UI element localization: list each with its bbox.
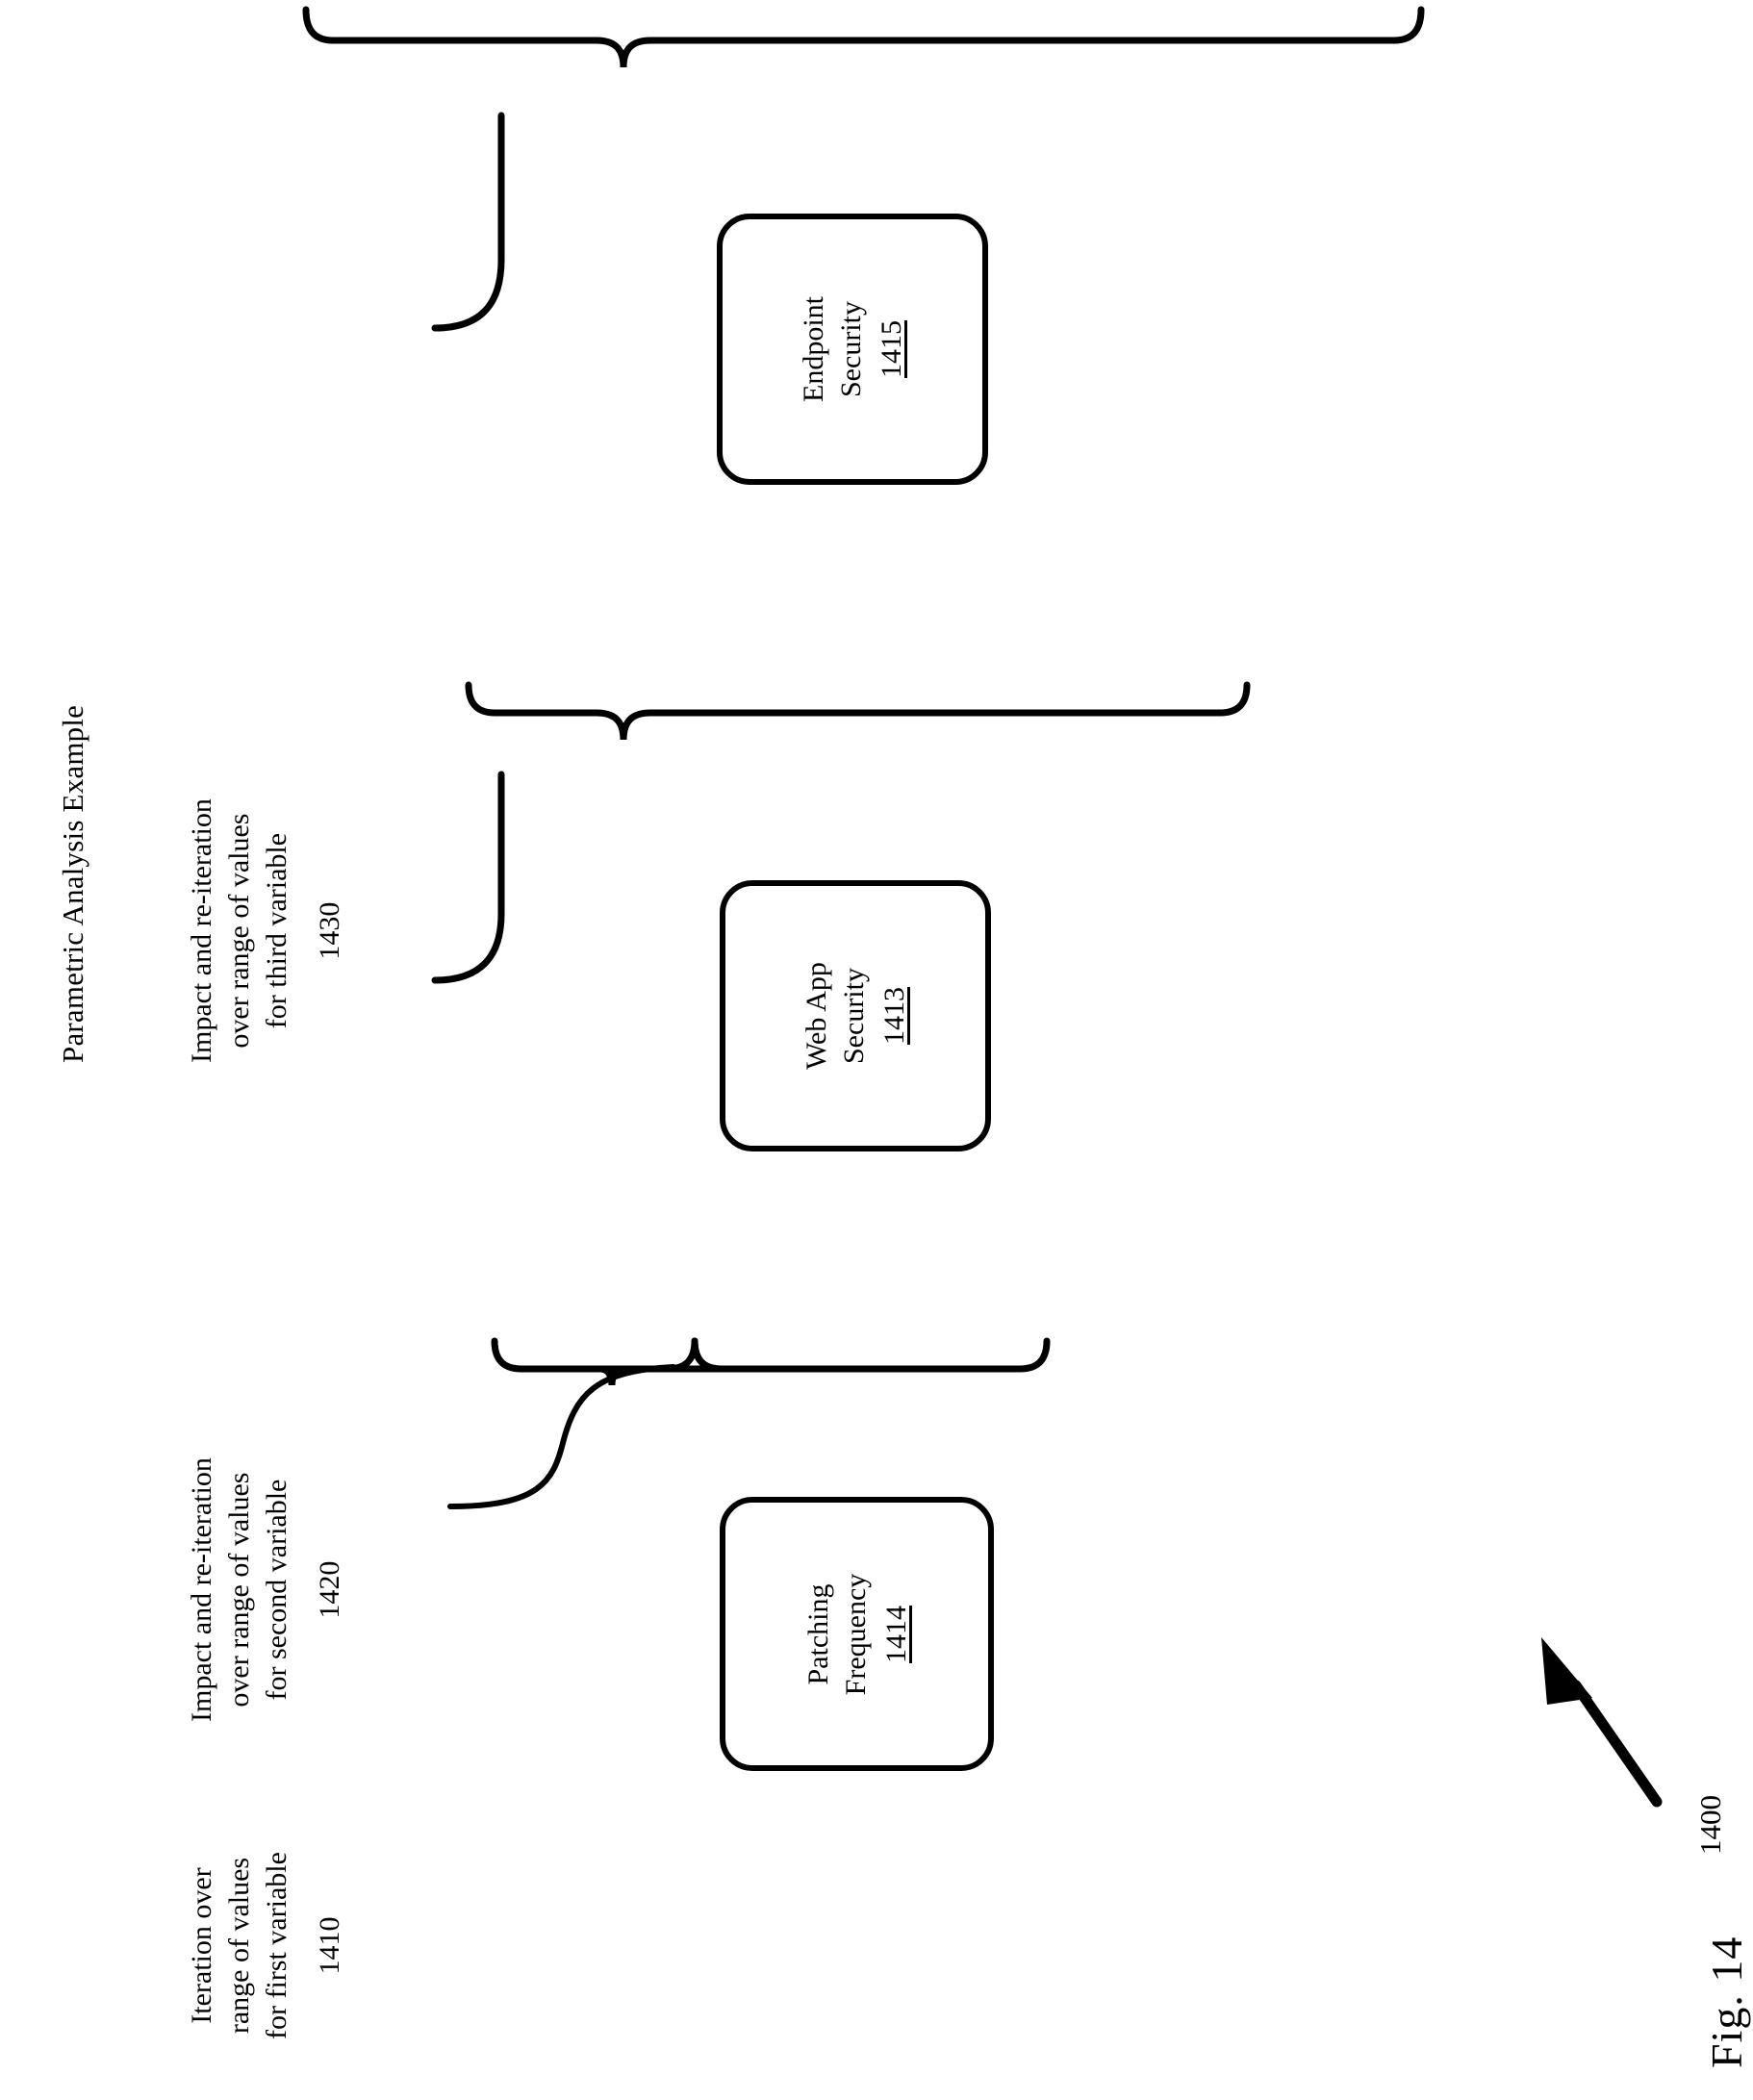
group-caption-1430: Impact and re-iteration over range of va… bbox=[183, 798, 348, 1063]
caption-line: range of values bbox=[223, 1857, 255, 2035]
node-line: Frequency bbox=[839, 1573, 872, 1695]
brace-1430 bbox=[302, 6, 1425, 68]
node-line: Patching bbox=[801, 1583, 834, 1684]
page-title: Parametric Analysis Example bbox=[56, 704, 89, 1063]
caption-line: over range of values bbox=[223, 813, 255, 1049]
group-caption-1410: Iteration over range of values for first… bbox=[183, 1852, 348, 2039]
figure-refnum: 1400 bbox=[1693, 1795, 1727, 1855]
caption-line: for second variable bbox=[261, 1479, 292, 1701]
caption-line: Iteration over bbox=[186, 1867, 217, 2024]
node-line: Security bbox=[835, 301, 867, 397]
node-label: Patching Frequency 1414 bbox=[800, 1573, 915, 1695]
node-web-app-security[interactable]: Web App Security 1413 bbox=[720, 880, 991, 1151]
node-patching-frequency[interactable]: Patching Frequency 1414 bbox=[720, 1497, 994, 1771]
node-refnum: 1415 bbox=[876, 320, 907, 378]
caption-line: for first variable bbox=[261, 1852, 292, 2039]
group-caption-1420: Impact and re-iteration over range of va… bbox=[183, 1457, 348, 1722]
node-label: Web App Security 1413 bbox=[798, 962, 913, 1070]
caption-refnum: 1420 bbox=[314, 1560, 345, 1619]
node-line: Security bbox=[838, 968, 870, 1064]
leader-line-1410 bbox=[447, 1364, 676, 1509]
node-line: Web App bbox=[800, 962, 832, 1070]
caption-line: Impact and re-iteration bbox=[186, 1457, 217, 1722]
caption-line: Impact and re-iteration bbox=[186, 798, 217, 1063]
caption-line: over range of values bbox=[223, 1472, 255, 1708]
caption-line: for third variable bbox=[261, 832, 292, 1029]
node-line: Endpoint bbox=[798, 296, 829, 402]
figure-label: Fig. 14 bbox=[1702, 1936, 1751, 2068]
leader-line-1420 bbox=[431, 771, 505, 984]
node-refnum: 1414 bbox=[879, 1605, 912, 1663]
caption-refnum: 1410 bbox=[314, 1916, 345, 1975]
brace-1420 bbox=[465, 681, 1251, 741]
node-endpoint-security[interactable]: Endpoint Security 1415 bbox=[717, 214, 988, 485]
leader-line-1430 bbox=[431, 112, 505, 332]
brace-1410 bbox=[491, 1337, 1051, 1386]
node-refnum: 1413 bbox=[878, 987, 910, 1045]
caption-refnum: 1430 bbox=[314, 901, 345, 960]
node-label: Endpoint Security 1415 bbox=[795, 296, 910, 402]
figure-reference-arrow bbox=[1541, 1637, 1663, 1808]
